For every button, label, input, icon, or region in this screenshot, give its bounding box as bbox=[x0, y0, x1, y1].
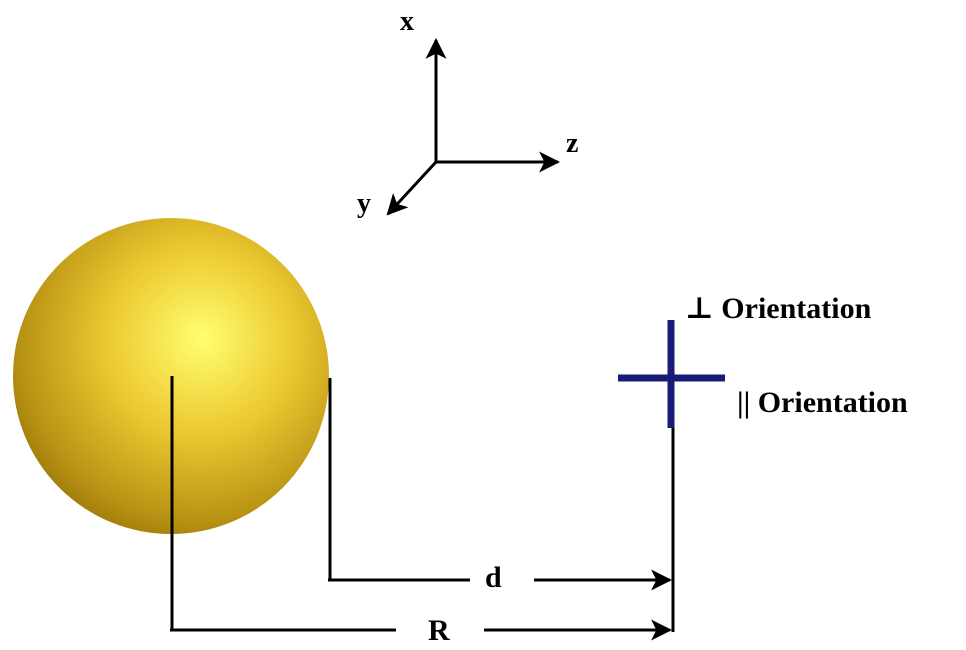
parallel-orientation-label: || Orientation bbox=[737, 386, 908, 419]
coordinate-axes: x z y bbox=[357, 6, 578, 219]
x-axis-label: x bbox=[400, 6, 414, 37]
perpendicular-orientation-label: ⊥ Orientation bbox=[685, 292, 872, 325]
dimension-lines: d R bbox=[170, 376, 675, 647]
z-axis-label: z bbox=[566, 128, 578, 159]
orientation-cross: ⊥ Orientation || Orientation bbox=[618, 292, 908, 428]
d-label: d bbox=[485, 561, 502, 594]
y-axis-arrow bbox=[386, 160, 438, 216]
R-label: R bbox=[428, 614, 450, 647]
y-axis-label: y bbox=[357, 188, 371, 219]
